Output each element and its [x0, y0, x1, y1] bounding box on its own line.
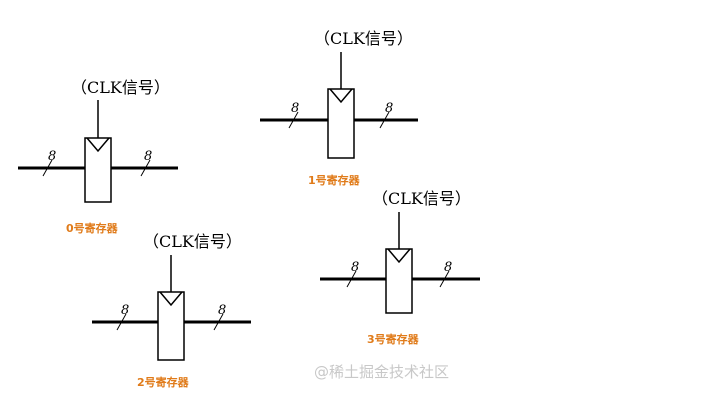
output-bus-slash: [140, 159, 151, 177]
register-name: 3号寄存器: [367, 332, 420, 346]
input-bus-width: 8: [121, 303, 129, 318]
clock-edge-marker: [159, 291, 183, 307]
output-bus-width: 8: [144, 149, 152, 164]
input-bus-width: 8: [48, 149, 56, 164]
clk-label: （CLK信号）: [372, 189, 471, 208]
input-bus-slash: [116, 313, 127, 331]
input-bus-width: 8: [351, 260, 359, 275]
register-2: （CLK信号） 8 8 2号寄存器: [92, 232, 251, 389]
register-name: 2号寄存器: [137, 375, 190, 389]
clock-edge-marker: [387, 248, 411, 264]
register-1: （CLK信号） 8 8 1号寄存器: [260, 29, 418, 187]
register-name: 1号寄存器: [308, 173, 361, 187]
clk-label: （CLK信号）: [314, 29, 413, 48]
output-bus-slash: [439, 270, 450, 288]
output-bus-slash: [379, 111, 390, 129]
output-bus-slash: [213, 313, 224, 331]
register-box: [84, 137, 112, 203]
input-bus-slash: [288, 111, 299, 129]
register-box: [327, 88, 355, 159]
register-name: 0号寄存器: [66, 221, 119, 235]
register-3: （CLK信号） 8 8 3号寄存器: [320, 189, 480, 346]
input-bus-width: 8: [291, 101, 299, 116]
watermark: @稀土掘金技术社区: [314, 363, 449, 381]
output-bus-width: 8: [218, 303, 226, 318]
clock-edge-marker: [329, 88, 353, 104]
clock-edge-marker: [86, 137, 110, 153]
clk-label: （CLK信号）: [143, 232, 242, 251]
input-bus-slash: [346, 270, 357, 288]
input-bus-slash: [42, 159, 53, 177]
output-bus-width: 8: [385, 101, 393, 116]
output-bus-width: 8: [444, 260, 452, 275]
register-box: [385, 248, 413, 314]
clk-label: （CLK信号）: [71, 78, 170, 97]
register-0: （CLK信号） 8 8 0号寄存器: [18, 78, 178, 235]
register-box: [157, 291, 185, 361]
